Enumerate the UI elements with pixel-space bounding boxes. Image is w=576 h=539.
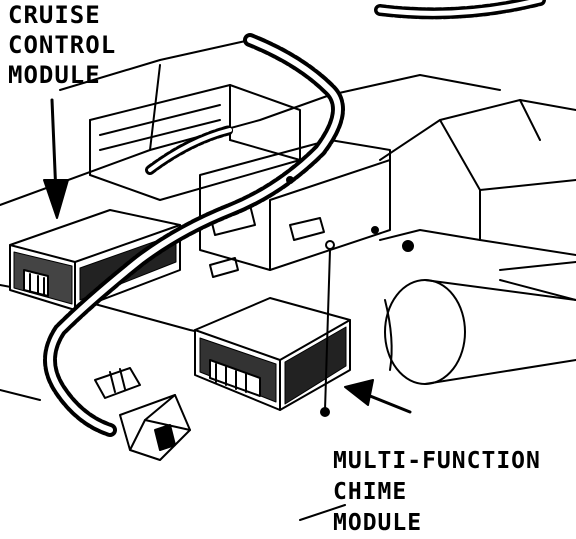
harness-connector [94, 367, 191, 461]
label-line: MODULE [8, 61, 101, 89]
steering-column [379, 99, 576, 385]
chime-module-label: MULTI-FUNCTION CHIME MODULE [333, 446, 541, 539]
label-line: MULTI-FUNCTION [333, 448, 541, 474]
chime-module [194, 240, 351, 417]
wiring-harness [43, 0, 546, 437]
label-line: CHIME [333, 479, 408, 505]
chime-module-arrow [344, 379, 412, 414]
label-line: CRUISE [8, 1, 101, 29]
cruise-control-module-label: CRUISE CONTROL MODULE [8, 0, 116, 90]
label-line: MODULE [333, 510, 423, 536]
fastener-screw [286, 176, 414, 252]
cruise-module-arrow [43, 98, 69, 219]
label-line: CONTROL [8, 31, 117, 59]
